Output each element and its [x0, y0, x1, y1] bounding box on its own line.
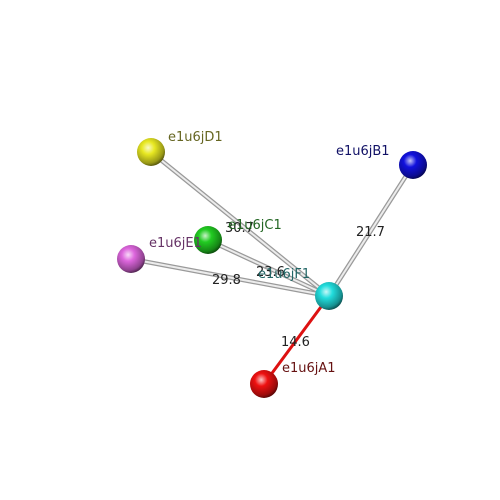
edge-F1-E1 [130, 258, 330, 297]
node-e1u6jD1[interactable] [137, 138, 165, 166]
edge-label-F1-A1: 14.6 [281, 335, 310, 350]
edge-label-F1-C1: 23.6 [256, 265, 285, 280]
node-e1u6jA1[interactable] [250, 370, 278, 398]
node-e1u6jC1[interactable] [194, 226, 222, 254]
edge-label-F1-B1: 21.7 [356, 225, 385, 240]
node-label-e1u6jC1: e1u6jC1 [228, 218, 282, 233]
node-label-e1u6jA1: e1u6jA1 [282, 361, 336, 376]
node-e1u6jB1[interactable] [399, 151, 427, 179]
edges-layer [128, 149, 416, 386]
node-e1u6jE1[interactable] [117, 245, 145, 273]
node-label-e1u6jD1: e1u6jD1 [168, 130, 223, 145]
edge-F1-C1 [207, 239, 330, 297]
edge-F1-D1 [150, 151, 330, 297]
node-e1u6jF1[interactable] [315, 282, 343, 310]
nodes-layer [117, 138, 427, 398]
edge-label-F1-E1: 29.8 [212, 273, 241, 288]
node-label-e1u6jE1: e1u6jE1 [149, 236, 202, 251]
node-label-e1u6jF1: e1u6jF1 [258, 267, 310, 282]
labels-layer: 14.6 21.7 23.6 29.8 30.7 e1u6jA1 e1u6jB1 e1u6jC… [149, 130, 390, 376]
edge-label-F1-D1: 30.7 [225, 221, 254, 236]
node-label-e1u6jB1: e1u6jB1 [336, 144, 390, 159]
edge-F1-A1 [262, 294, 331, 386]
edge-F1-B1 [328, 164, 414, 297]
